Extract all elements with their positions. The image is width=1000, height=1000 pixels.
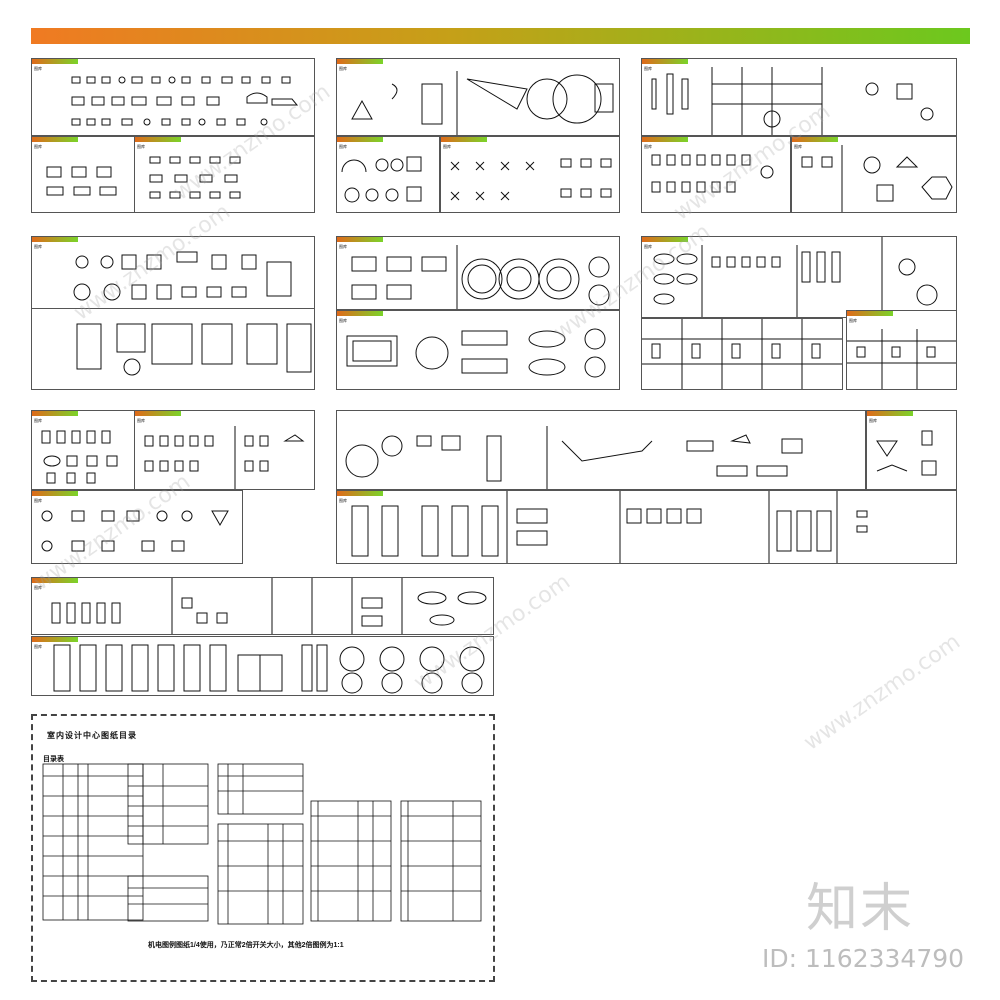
drawing-sheet[interactable]: 图库: [336, 310, 620, 390]
furniture-icons: [46, 166, 117, 196]
furniture-icons: [450, 158, 612, 201]
sheet-tag: [337, 237, 383, 242]
furniture-icons: [41, 430, 118, 484]
furniture-icons: [351, 491, 868, 563]
sheet-label: 图库: [644, 144, 652, 149]
sheet-tag: [337, 491, 383, 496]
catalog-tables: [42, 763, 482, 925]
catalog-footnote: 机电图例图纸1/4使用，乃正常2倍开关大小，其他2倍图例为1:1: [148, 942, 344, 949]
furniture-icons: [51, 578, 487, 634]
furniture-icons: [346, 328, 606, 378]
sheet-tag: [32, 137, 78, 142]
drawing-sheet[interactable]: 图库: [866, 410, 957, 490]
sheet-label: 图库: [34, 585, 42, 590]
drawing-sheet[interactable]: 图库: [846, 310, 957, 390]
sheet-tag: [337, 311, 383, 316]
drawing-catalog[interactable]: 室内设计中心图纸目录 目录表 机电图例图纸1/4使用，乃正常2倍开关大小，其他2…: [31, 714, 495, 982]
sheet-label: 图库: [34, 144, 42, 149]
sheet-label: 图库: [34, 66, 42, 71]
furniture-icons: [351, 71, 614, 135]
sheet-label: 图库: [137, 144, 145, 149]
sheet-tag: [32, 411, 78, 416]
furniture-icons: [651, 154, 774, 193]
furniture-icons: [149, 156, 241, 199]
sheet-tag: [642, 59, 688, 64]
sheet-tag: [32, 237, 78, 242]
drawing-sheet[interactable]: 图库: [31, 636, 494, 696]
drawing-sheet[interactable]: 图库: [31, 490, 243, 564]
furniture-icons: [801, 145, 953, 212]
furniture-icons: [73, 251, 292, 301]
sheet-label: 图库: [34, 244, 42, 249]
furniture-icons: [53, 644, 485, 694]
sheet-label: 图库: [869, 418, 877, 423]
sheet-label: 图库: [339, 244, 347, 249]
sheet-label: 图库: [339, 498, 347, 503]
sheet-label: 图库: [339, 66, 347, 71]
furniture-icons: [351, 245, 610, 309]
sheet-label: 图库: [443, 144, 451, 149]
sheet-tag: [32, 491, 78, 496]
sheet-tag: [135, 411, 181, 416]
sheet-label: 图库: [339, 318, 347, 323]
sheet-tag: [642, 237, 688, 242]
furniture-icons: [76, 323, 312, 376]
furniture-icons: [651, 67, 934, 135]
sheet-label: 图库: [794, 144, 802, 149]
drawing-sheet[interactable]: 图库: [336, 58, 620, 136]
drawing-sheet[interactable]: 图库: [440, 136, 620, 213]
drawing-sheet[interactable]: [31, 308, 315, 390]
furniture-icons: [41, 510, 229, 552]
brand-logo: 知末: [806, 879, 915, 939]
sheet-tag: [337, 59, 383, 64]
drawing-sheet[interactable]: 图库: [134, 136, 315, 213]
sheet-label: 图库: [339, 144, 347, 149]
drawing-sheet[interactable]: 图库: [791, 136, 957, 213]
header-gradient-bar: [31, 28, 970, 44]
sheet-tag: [32, 578, 78, 583]
sheet-tag: [135, 137, 181, 142]
sheet-tag: [792, 137, 838, 142]
drawing-sheet[interactable]: 图库: [31, 577, 494, 635]
sheet-tag: [32, 637, 78, 642]
drawing-sheet[interactable]: 图库: [31, 410, 135, 490]
drawing-sheet[interactable]: 图库: [336, 490, 957, 564]
drawing-sheet[interactable]: 图库: [336, 136, 440, 213]
drawing-sheet[interactable]: [641, 318, 843, 390]
sheet-tag: [847, 311, 893, 316]
watermark: www.znzmo.com: [799, 629, 965, 756]
catalog-subtitle: 目录表: [43, 756, 64, 763]
furniture-icons: [341, 156, 422, 203]
furniture-icons: [345, 426, 803, 489]
furniture-icons: [71, 76, 299, 126]
sheet-label: 图库: [34, 418, 42, 423]
furniture-icons: [876, 430, 937, 476]
drawing-sheet[interactable]: 图库: [31, 136, 135, 213]
catalog-title: 室内设计中心图纸目录: [47, 731, 137, 740]
drawing-sheet[interactable]: 图库: [641, 136, 791, 213]
sheet-tag: [867, 411, 913, 416]
drawing-sheet[interactable]: 图库: [641, 58, 957, 136]
sheet-label: 图库: [849, 318, 857, 323]
furniture-icons: [653, 237, 938, 317]
sheet-label: 图库: [34, 498, 42, 503]
sheet-tag: [642, 137, 688, 142]
sheet-tag: [337, 137, 383, 142]
furniture-icons: [642, 319, 842, 389]
furniture-icons: [144, 426, 305, 489]
sheet-tag: [32, 59, 78, 64]
brand-id: ID: 1162334790: [762, 944, 965, 973]
sheet-tag: [441, 137, 487, 142]
drawing-sheet[interactable]: 图库: [336, 236, 620, 310]
drawing-sheet[interactable]: [336, 410, 866, 490]
sheet-label: 图库: [644, 244, 652, 249]
drawing-sheet[interactable]: 图库: [134, 410, 315, 490]
furniture-icons: [847, 329, 956, 389]
drawing-sheet[interactable]: 图库: [31, 58, 315, 136]
sheet-label: 图库: [644, 66, 652, 71]
sheet-label: 图库: [137, 418, 145, 423]
sheet-label: 图库: [34, 644, 42, 649]
drawing-sheet[interactable]: 图库: [641, 236, 957, 318]
drawing-sheet[interactable]: 图库: [31, 236, 315, 309]
